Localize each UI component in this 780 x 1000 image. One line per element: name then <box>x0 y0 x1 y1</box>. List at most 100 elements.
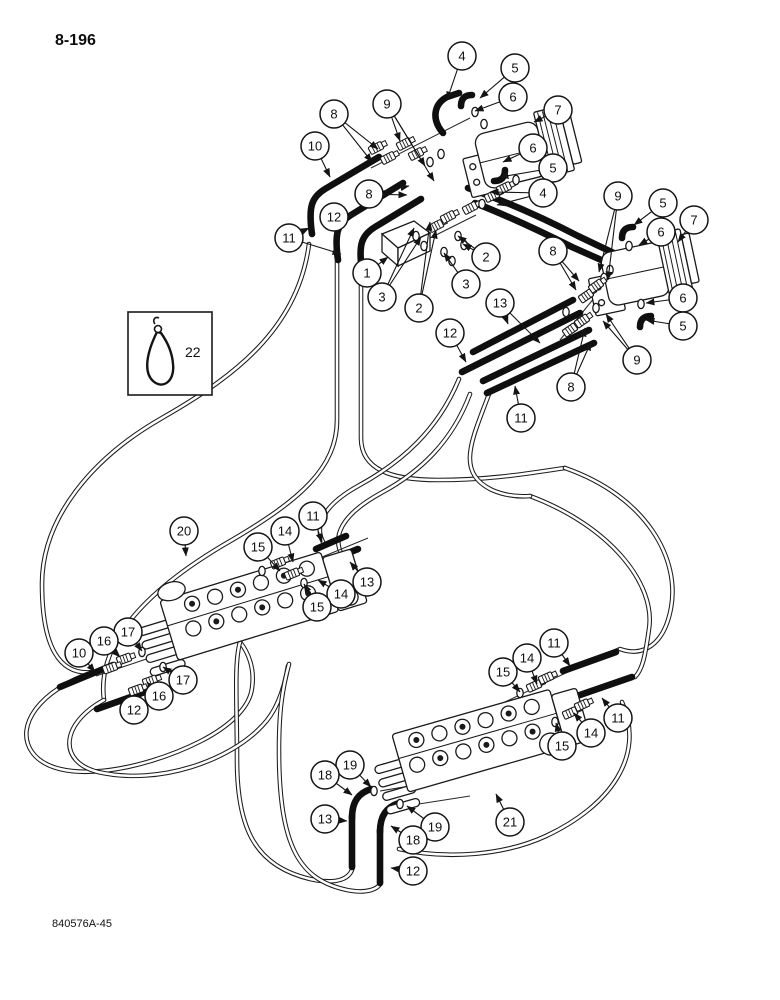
balloon-circle <box>302 592 332 622</box>
callout-balloon-9: 9 <box>372 89 402 119</box>
balloon-circle <box>168 665 198 695</box>
balloon-circle <box>668 311 698 341</box>
balloon-number: 8 <box>365 187 372 202</box>
callout-balloon-5: 5 <box>538 153 568 183</box>
balloon-circle <box>420 812 450 842</box>
callout-balloon-11: 11 <box>603 703 633 733</box>
balloon-circle <box>488 657 518 687</box>
callout-balloon-2: 2 <box>404 293 434 323</box>
callout-balloon-8: 8 <box>556 372 586 402</box>
o-ring-icon <box>551 716 559 728</box>
balloon-number: 13 <box>318 812 332 827</box>
callout-balloon-13: 13 <box>485 288 515 318</box>
inset-box-tie-strap: 22 <box>127 311 213 396</box>
balloon-number: 13 <box>493 296 507 311</box>
balloon-circle <box>543 95 573 125</box>
control-valve-right <box>374 687 592 815</box>
callout-balloon-19: 19 <box>335 750 365 780</box>
valve-port-bosses <box>408 698 541 773</box>
callout-balloon-15: 15 <box>488 657 518 687</box>
manifold-block <box>380 220 432 268</box>
balloon-circle <box>274 223 304 253</box>
balloon-circle <box>398 825 428 855</box>
balloon-circle <box>576 718 606 748</box>
balloon-number: 5 <box>679 319 686 334</box>
o-ring-icon <box>426 156 434 168</box>
callout-balloon-8: 8 <box>354 179 384 209</box>
balloon-number: 9 <box>383 97 390 112</box>
balloon-circle <box>485 288 515 318</box>
balloon-number: 11 <box>282 231 296 246</box>
balloon-number: 5 <box>659 196 666 211</box>
callout-balloon-2: 2 <box>471 242 501 272</box>
callout-balloon-6: 6 <box>518 133 548 163</box>
callout-balloon-14: 14 <box>326 579 356 609</box>
balloon-number: 11 <box>611 711 625 726</box>
callout-balloon-7: 7 <box>679 205 709 235</box>
balloon-number: 17 <box>121 625 135 640</box>
balloon-number: 20 <box>177 524 191 539</box>
balloon-number: 16 <box>97 634 111 649</box>
balloon-number: 4 <box>458 49 465 64</box>
balloon-number: 9 <box>633 353 640 368</box>
callout-balloon-14: 14 <box>512 643 542 673</box>
balloon-number: 12 <box>443 326 457 341</box>
callout-balloon-15: 15 <box>302 592 332 622</box>
balloon-circle <box>335 750 365 780</box>
callout-balloon-14: 14 <box>270 516 300 546</box>
elbow-fitting <box>457 91 476 110</box>
callout-balloon-8: 8 <box>319 99 349 129</box>
balloon-number: 12 <box>406 864 420 879</box>
balloon-circle <box>435 318 465 348</box>
balloon-circle <box>603 181 633 211</box>
callout-balloon-13: 13 <box>310 804 340 834</box>
callout-balloon-11: 11 <box>298 501 328 531</box>
balloon-circle <box>528 178 558 208</box>
callout-balloon-12: 12 <box>435 318 465 348</box>
balloon-circle <box>352 567 382 597</box>
balloon-circle <box>298 501 328 531</box>
balloon-number: 8 <box>567 380 574 395</box>
callout-balloon-5: 5 <box>500 53 530 83</box>
fitting-icon <box>367 138 389 156</box>
elbow-fitting <box>348 785 375 822</box>
balloon-circle <box>319 99 349 129</box>
balloon-number: 2 <box>482 250 489 265</box>
balloon-circle <box>300 131 330 161</box>
callout-balloon-10: 10 <box>64 638 94 668</box>
balloon-number: 11 <box>547 636 561 651</box>
balloon-number: 10 <box>308 139 322 154</box>
callout-balloon-1: 1 <box>352 258 382 288</box>
elbow-fitting <box>636 312 655 331</box>
callout-balloon-21: 21 <box>495 807 525 837</box>
callout-balloon-3: 3 <box>367 282 397 312</box>
balloon-circle <box>319 202 349 232</box>
callout-balloon-10: 10 <box>300 131 330 161</box>
balloon-circle <box>310 760 340 790</box>
fitting-icon <box>379 148 401 166</box>
balloon-circle <box>498 82 528 112</box>
o-ring-icon <box>437 148 445 160</box>
balloon-number: 1 <box>363 266 370 281</box>
balloon-number: 7 <box>554 103 561 118</box>
callout-balloon-18: 18 <box>398 825 428 855</box>
balloon-circle <box>471 242 501 272</box>
balloon-number: 11 <box>306 509 320 524</box>
o-ring-icon <box>562 306 570 318</box>
balloon-number: 15 <box>251 540 265 555</box>
balloon-number: 13 <box>360 575 374 590</box>
callout-balloon-19: 19 <box>420 812 450 842</box>
balloon-circle <box>648 188 678 218</box>
o-ring-icon <box>370 785 378 797</box>
callout-balloon-9: 9 <box>603 181 633 211</box>
tie-strap-head <box>153 324 163 334</box>
balloon-circle <box>144 681 174 711</box>
balloon-number: 21 <box>503 815 517 830</box>
tie-strap-drawing <box>146 330 175 386</box>
callout-balloon-20: 20 <box>169 516 199 546</box>
o-ring-icon <box>396 798 404 810</box>
balloon-number: 12 <box>127 703 141 718</box>
balloon-circle <box>538 153 568 183</box>
